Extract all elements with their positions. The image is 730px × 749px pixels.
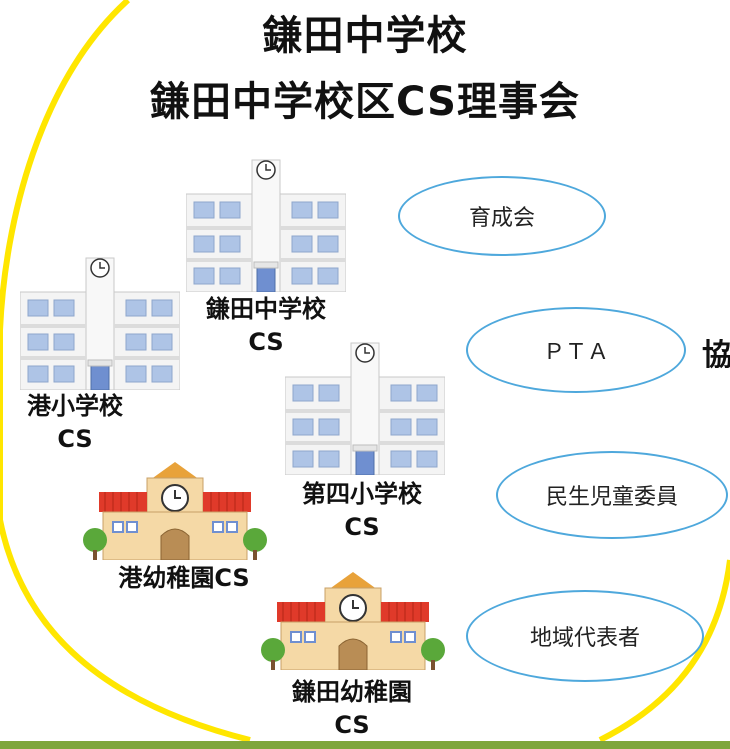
school-title: 鎌田中学校 [262, 13, 468, 59]
org-chiiki: 地域代表者 [466, 590, 704, 682]
minato-es-building-icon [20, 257, 180, 390]
bottom-strip [0, 741, 730, 749]
kamata-jhs-label: 鎌田中学校 CS [206, 295, 326, 356]
org-ikuseikai: 育成会 [398, 176, 606, 256]
kamata-kg-building-icon [260, 571, 446, 670]
org-minsei: 民生児童委員 [496, 451, 728, 539]
minato-es-label: 港小学校 CS [27, 392, 123, 453]
minato-kg-label: 港幼稚園CS [118, 564, 250, 592]
side-partial-label: 協 [702, 338, 730, 373]
outline-bottom-arc [0, 519, 251, 743]
minato-kg-building-icon [82, 461, 268, 560]
daiyon-es-label: 第四小学校 CS [302, 480, 422, 541]
outline-left-arc [0, 0, 131, 331]
org-pta: ＰＴＡ [466, 307, 686, 393]
kamata-kg-label: 鎌田幼稚園 CS [292, 678, 412, 739]
kamata-jhs-building-icon [186, 159, 346, 292]
council-title: 鎌田中学校区CS理事会 [150, 79, 580, 125]
outline-right-arc [598, 559, 730, 743]
